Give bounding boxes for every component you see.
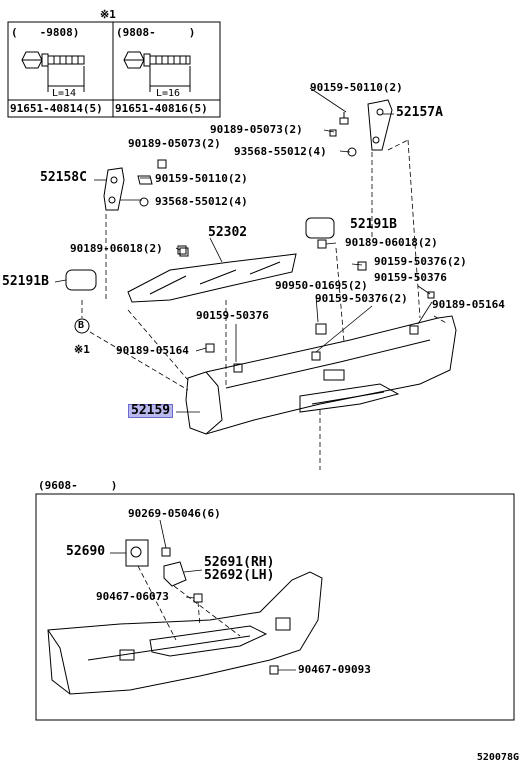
bracket-52157A [367, 99, 393, 151]
callout-90159-50376-c: 90159-50376 [374, 271, 447, 284]
spec-col1-part: 91651-40814(5) [10, 102, 103, 115]
callout-90189-05073-a: 90189-05073(2) [210, 123, 303, 136]
callout-52157A: 52157A [396, 105, 443, 120]
inset-range: (9608- ) [38, 479, 118, 492]
pad-52191B-right [305, 217, 335, 239]
callout-90467-06073: 90467-06073 [96, 590, 169, 603]
spec-col2-range: (9808- ) [116, 26, 196, 39]
note-b-circle [74, 318, 90, 334]
diagram-code: 520078G [476, 752, 519, 763]
note-mark-2: ※1 [74, 343, 90, 356]
spec-table-frame [7, 21, 221, 118]
callout-52191B-left: 52191B [2, 274, 49, 289]
callout-90159-50110-b: 90159-50110(2) [155, 172, 248, 185]
callout-90467-09093: 90467-09093 [298, 663, 371, 676]
callout-52191B-right: 52191B [350, 217, 397, 232]
callout-90159-50376-d: 90159-50376(2) [315, 292, 408, 305]
callout-90189-06018-a: 90189-06018(2) [70, 242, 163, 255]
inset-bumper [47, 571, 323, 695]
callout-90269-05046: 90269-05046(6) [128, 507, 221, 520]
bolt-icon-long [123, 51, 191, 92]
bumper-52159 [185, 315, 457, 435]
callout-90189-06018-b: 90189-06018(2) [345, 236, 438, 249]
callout-52302: 52302 [208, 225, 248, 240]
spec-note-mark: ※1 [100, 8, 116, 21]
callout-52692: 52692(LH) [204, 568, 275, 583]
pad-52191B-left [65, 269, 97, 291]
callout-90159-50110-top: 90159-50110(2) [310, 81, 403, 94]
callout-52690: 52690 [66, 544, 106, 559]
inset-frame [35, 493, 515, 721]
callout-52158C: 52158C [40, 170, 87, 185]
bracket-52158C [103, 159, 167, 211]
bolt-icon-short [21, 51, 85, 92]
callout-93568-55012-a: 93568-55012(4) [234, 145, 327, 158]
small-bolt-icons [329, 112, 357, 157]
callout-52159-highlighted[interactable]: 52159 [128, 404, 174, 418]
callout-90189-05164-l: 90189-05164 [116, 344, 189, 357]
spec-col1-length: L=14 [52, 88, 77, 99]
spec-col1-range: ( -9808) [11, 26, 80, 39]
callout-93568-55012-b: 93568-55012(4) [155, 195, 248, 208]
callout-90189-05073-b: 90189-05073(2) [128, 137, 221, 150]
spec-col2-length: L=16 [156, 88, 181, 99]
spec-col2-part: 91651-40816(5) [115, 102, 208, 115]
callout-90189-05164-r: 90189-05164 [432, 298, 505, 311]
callout-52691: 52691(RH) [204, 555, 275, 570]
bumper-fastener-icons [177, 239, 435, 373]
brace-52302 [127, 247, 297, 303]
callout-90159-50376-e: 90159-50376 [196, 309, 269, 322]
callout-90950-01695: 90950-01695(2) [275, 279, 368, 292]
note-b-label: B [78, 320, 85, 331]
callout-90159-50376-2: 90159-50376(2) [374, 255, 467, 268]
